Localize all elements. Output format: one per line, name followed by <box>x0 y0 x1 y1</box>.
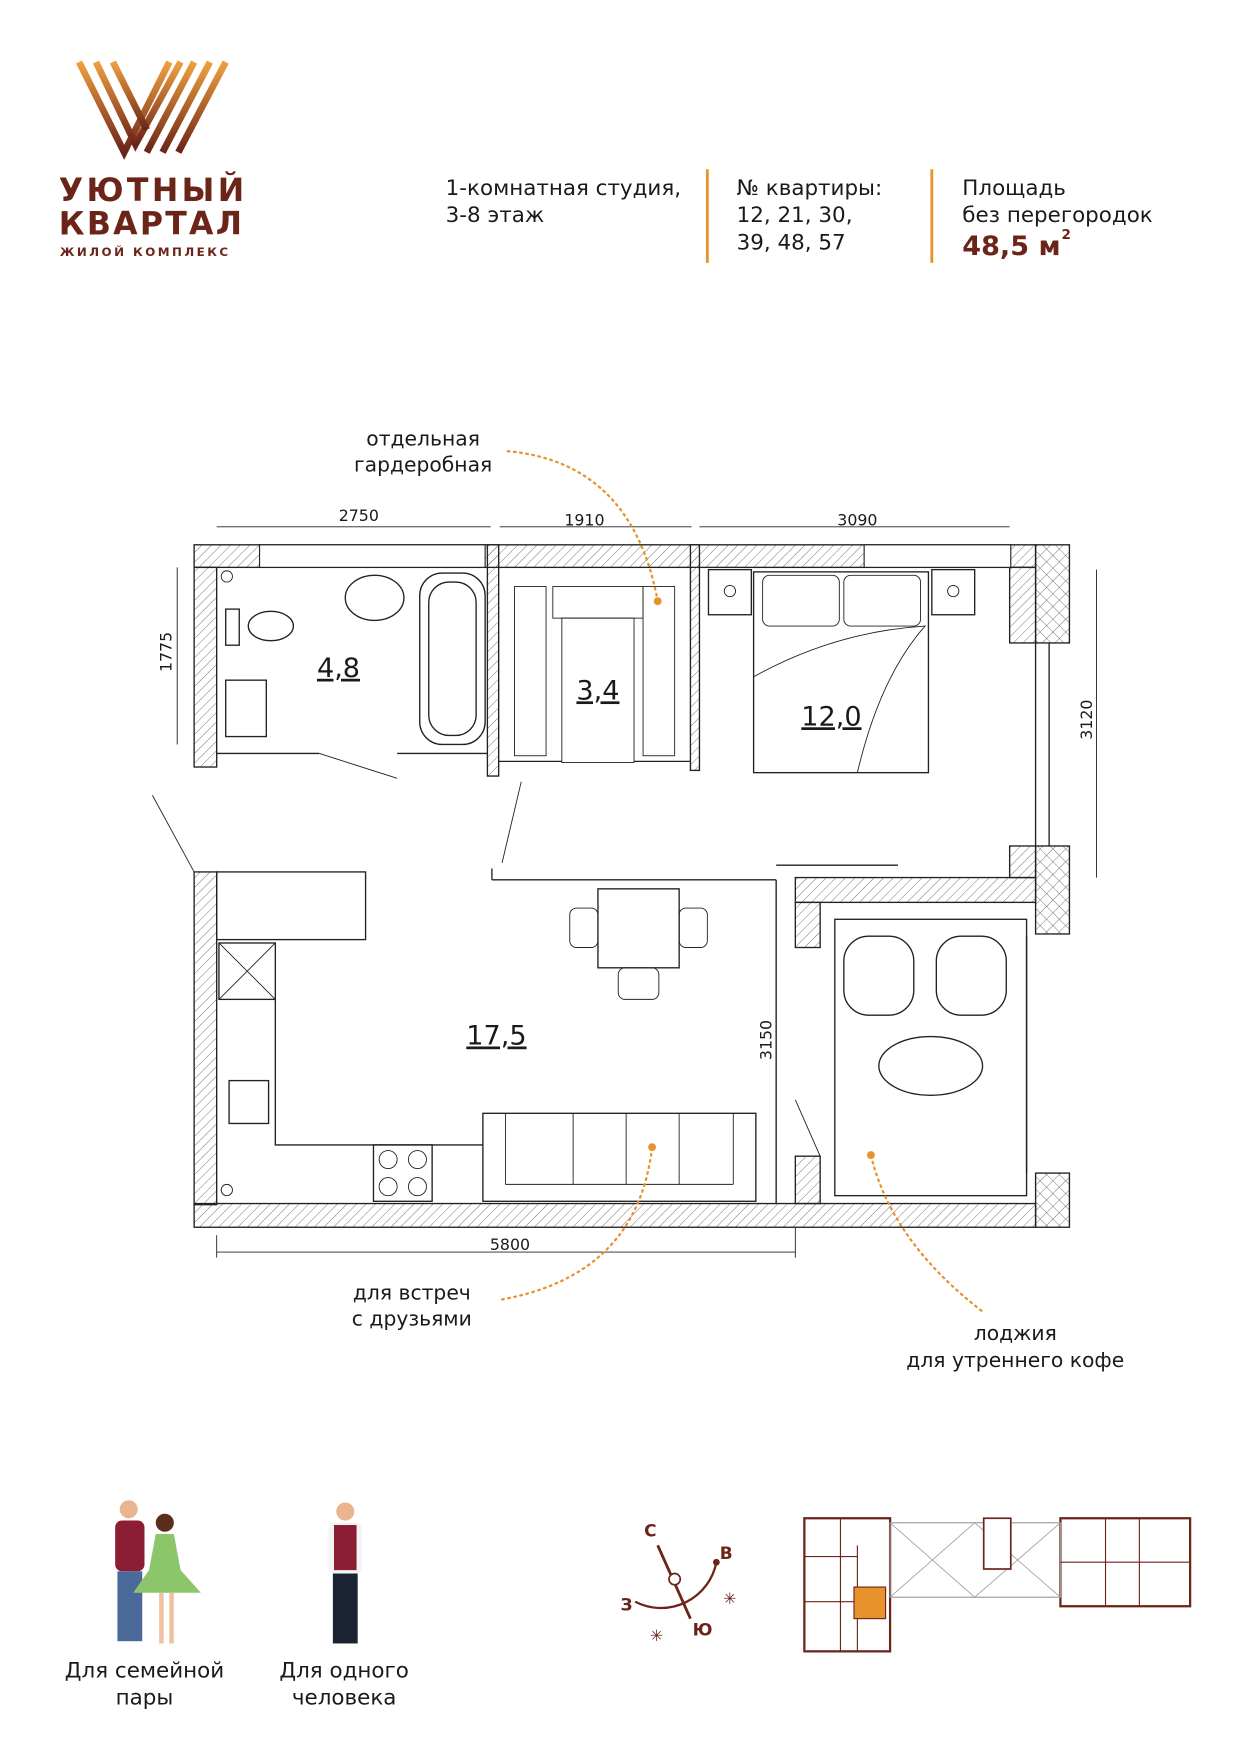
bathtub-icon <box>419 572 486 746</box>
area-bedroom: 12,0 <box>801 701 861 732</box>
audience-single: Для одного человека <box>279 1502 409 1710</box>
logo-mark-icon <box>76 60 229 160</box>
audience-label: человека <box>292 1685 397 1710</box>
compass-east: В <box>720 1543 733 1563</box>
dim-bath-width: 2750 <box>339 506 379 525</box>
kitchen <box>216 871 483 1202</box>
logo-line1: УЮТНЫЙ <box>59 171 248 209</box>
area-bathroom: 4,8 <box>317 653 360 684</box>
dining-table-icon <box>569 888 708 1000</box>
sink-icon <box>344 574 405 622</box>
dimensions: 2750 1910 3090 1775 3120 3150 5800 <box>157 506 1097 1258</box>
washing-machine-icon <box>225 679 267 738</box>
apartment-numbers-1: 12, 21, 30, <box>737 203 853 228</box>
callout-friends-2: с друзьями <box>352 1306 472 1330</box>
logo: УЮТНЫЙ КВАРТАЛ ЖИЛОЙ КОМПЛЕКС <box>59 60 248 259</box>
area-label-1: Площадь <box>962 176 1066 201</box>
couple-icon <box>115 1500 201 1644</box>
audience-label: Для одного <box>279 1658 409 1683</box>
audience-label: Для семейной <box>65 1658 224 1683</box>
bathroom-fixtures <box>220 570 486 746</box>
walls <box>193 544 1071 1228</box>
armchair-icon <box>935 935 1007 1016</box>
loggia-furniture <box>834 918 1028 1197</box>
apartment-type: 1-комнатная студия, <box>446 176 681 201</box>
building-key-plan <box>803 1517 1192 1653</box>
area-wardrobe: 3,4 <box>576 675 619 706</box>
dim-living-height: 3150 <box>757 1020 776 1060</box>
stove-icon <box>372 1144 433 1202</box>
compass-icon: С В З Ю ✳ ✳ <box>621 1520 737 1645</box>
coffee-table-icon <box>878 1035 984 1096</box>
area-labels: 4,8 3,4 12,0 17,5 <box>317 653 862 1052</box>
logo-line2: КВАРТАЛ <box>59 207 244 243</box>
area-unit-sup: 2 <box>1062 227 1071 243</box>
dim-bedroom-width: 3090 <box>837 511 877 530</box>
audience-couple: Для семейной пары <box>65 1500 224 1710</box>
area-value: 48,5 м <box>962 231 1060 262</box>
sun-icon: ✳ <box>650 1626 663 1645</box>
dim-total-width: 5800 <box>490 1235 530 1254</box>
sun-icon: ✳ <box>723 1589 736 1608</box>
dim-bedroom-height: 3120 <box>1077 700 1096 740</box>
floor-plan: 2750 1910 3090 1775 3120 3150 5800 4,8 3… <box>151 427 1124 1373</box>
doors <box>151 753 821 1157</box>
floor-range: 3-8 этаж <box>446 203 544 228</box>
area-living: 17,5 <box>466 1021 526 1052</box>
callout-loggia-1: лоджия <box>974 1321 1057 1345</box>
man-icon <box>328 1502 363 1644</box>
compass-north: С <box>644 1520 656 1540</box>
bed-icon <box>707 568 976 774</box>
sofa-icon <box>482 1112 757 1202</box>
wardrobe-fixtures <box>514 586 676 763</box>
callout-friends-1: для встреч <box>353 1280 471 1304</box>
audience-label: пары <box>116 1685 174 1710</box>
callouts: отдельная гардеробная для встреч с друзь… <box>352 427 1124 1373</box>
header-info: 1-комнатная студия, 3-8 этаж № квартиры:… <box>446 169 1153 263</box>
callout-wardrobe-1: отдельная <box>366 427 480 451</box>
compass-south: Ю <box>693 1620 713 1640</box>
armchair-icon <box>843 935 915 1016</box>
logo-subtitle: ЖИЛОЙ КОМПЛЕКС <box>60 244 231 259</box>
dim-bath-height: 1775 <box>157 632 176 672</box>
compass-west: З <box>621 1595 633 1615</box>
toilet-icon <box>247 610 295 642</box>
dim-wardrobe-width: 1910 <box>564 511 604 530</box>
callout-wardrobe-2: гардеробная <box>354 452 492 476</box>
callout-loggia-2: для утреннего кофе <box>906 1348 1124 1372</box>
area-label-2: без перегородок <box>962 203 1153 228</box>
highlighted-apartment <box>853 1586 887 1620</box>
apartment-numbers-2: 39, 48, 57 <box>737 230 846 255</box>
kitchen-sink-icon <box>228 1079 270 1125</box>
apartment-numbers-label: № квартиры: <box>737 176 883 201</box>
